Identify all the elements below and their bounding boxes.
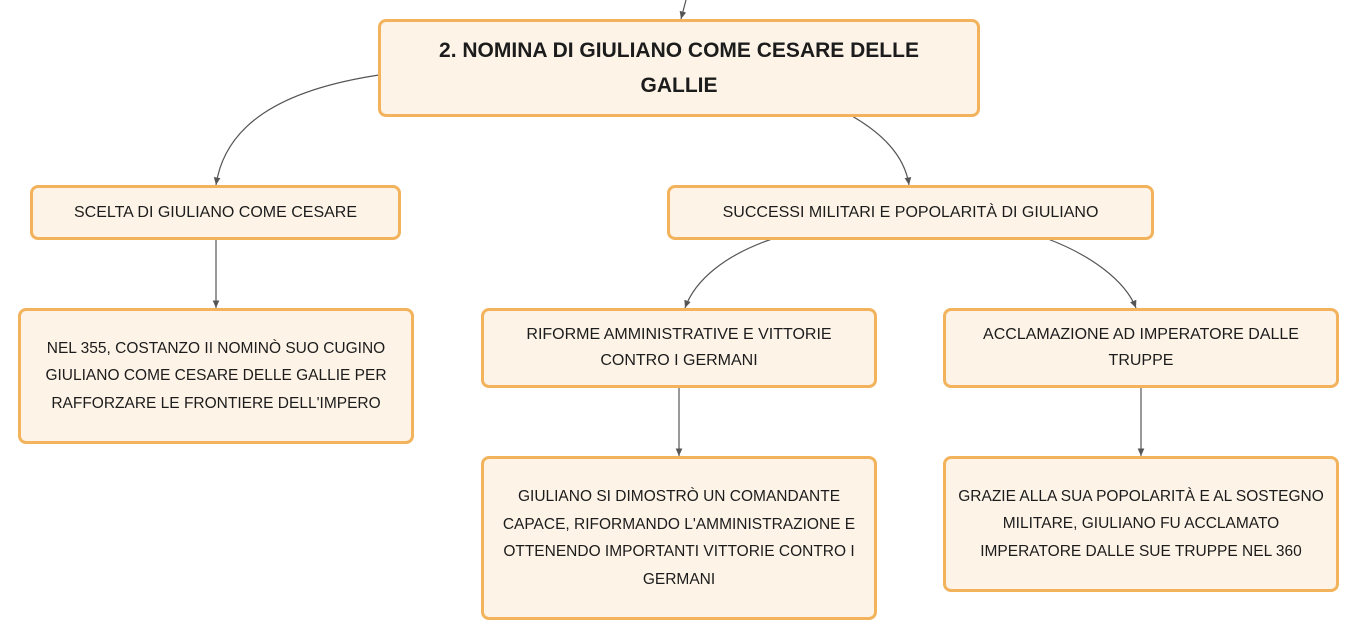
root-topic-text: 2. NOMINA DI GIULIANO COME CESARE DELLE …: [439, 39, 919, 97]
connector-successi-to-riforme: [684, 238, 773, 309]
topic-node-acclamazione[interactable]: ACCLAMAZIONE AD IMPERATORE DALLE TRUPPE: [943, 308, 1339, 388]
connector-successi-to-acclamazione: [1047, 238, 1137, 309]
topic-node-riforme-vittorie[interactable]: RIFORME AMMINISTRATIVE E VITTORIE CONTRO…: [481, 308, 877, 388]
topic-node-successi-militari[interactable]: SUCCESSI MILITARI E POPOLARITÀ DI GIULIA…: [667, 185, 1154, 240]
connector-parent-to-root: [679, 0, 687, 20]
topic-text-acclamazione: ACCLAMAZIONE AD IMPERATORE DALLE TRUPPE: [983, 326, 1299, 369]
topic-text-riforme-vittorie: RIFORME AMMINISTRATIVE E VITTORIE CONTRO…: [526, 326, 832, 369]
connector-root-to-successi: [851, 115, 912, 186]
detail-node-nomina-355[interactable]: NEL 355, COSTANZO II NOMINÒ SUO CUGINO G…: [18, 308, 414, 444]
detail-text-comandante-capace: GIULIANO SI DIMOSTRÒ UN COMANDANTE CAPAC…: [502, 488, 856, 588]
root-topic-node[interactable]: 2. NOMINA DI GIULIANO COME CESARE DELLE …: [378, 19, 980, 117]
detail-node-comandante-capace[interactable]: GIULIANO SI DIMOSTRÒ UN COMANDANTE CAPAC…: [481, 456, 877, 620]
topic-node-scelta-giuliano[interactable]: SCELTA DI GIULIANO COME CESARE: [30, 185, 401, 240]
detail-text-nomina-355: NEL 355, COSTANZO II NOMINÒ SUO CUGINO G…: [45, 339, 387, 412]
connector-root-to-scelta: [213, 74, 380, 186]
detail-text-acclamato-360: GRAZIE ALLA SUA POPOLARITÀ E AL SOSTEGNO…: [958, 487, 1324, 560]
topic-text-successi-militari: SUCCESSI MILITARI E POPOLARITÀ DI GIULIA…: [722, 203, 1099, 221]
detail-node-acclamato-360[interactable]: GRAZIE ALLA SUA POPOLARITÀ E AL SOSTEGNO…: [943, 456, 1339, 592]
topic-text-scelta-giuliano: SCELTA DI GIULIANO COME CESARE: [73, 203, 358, 221]
